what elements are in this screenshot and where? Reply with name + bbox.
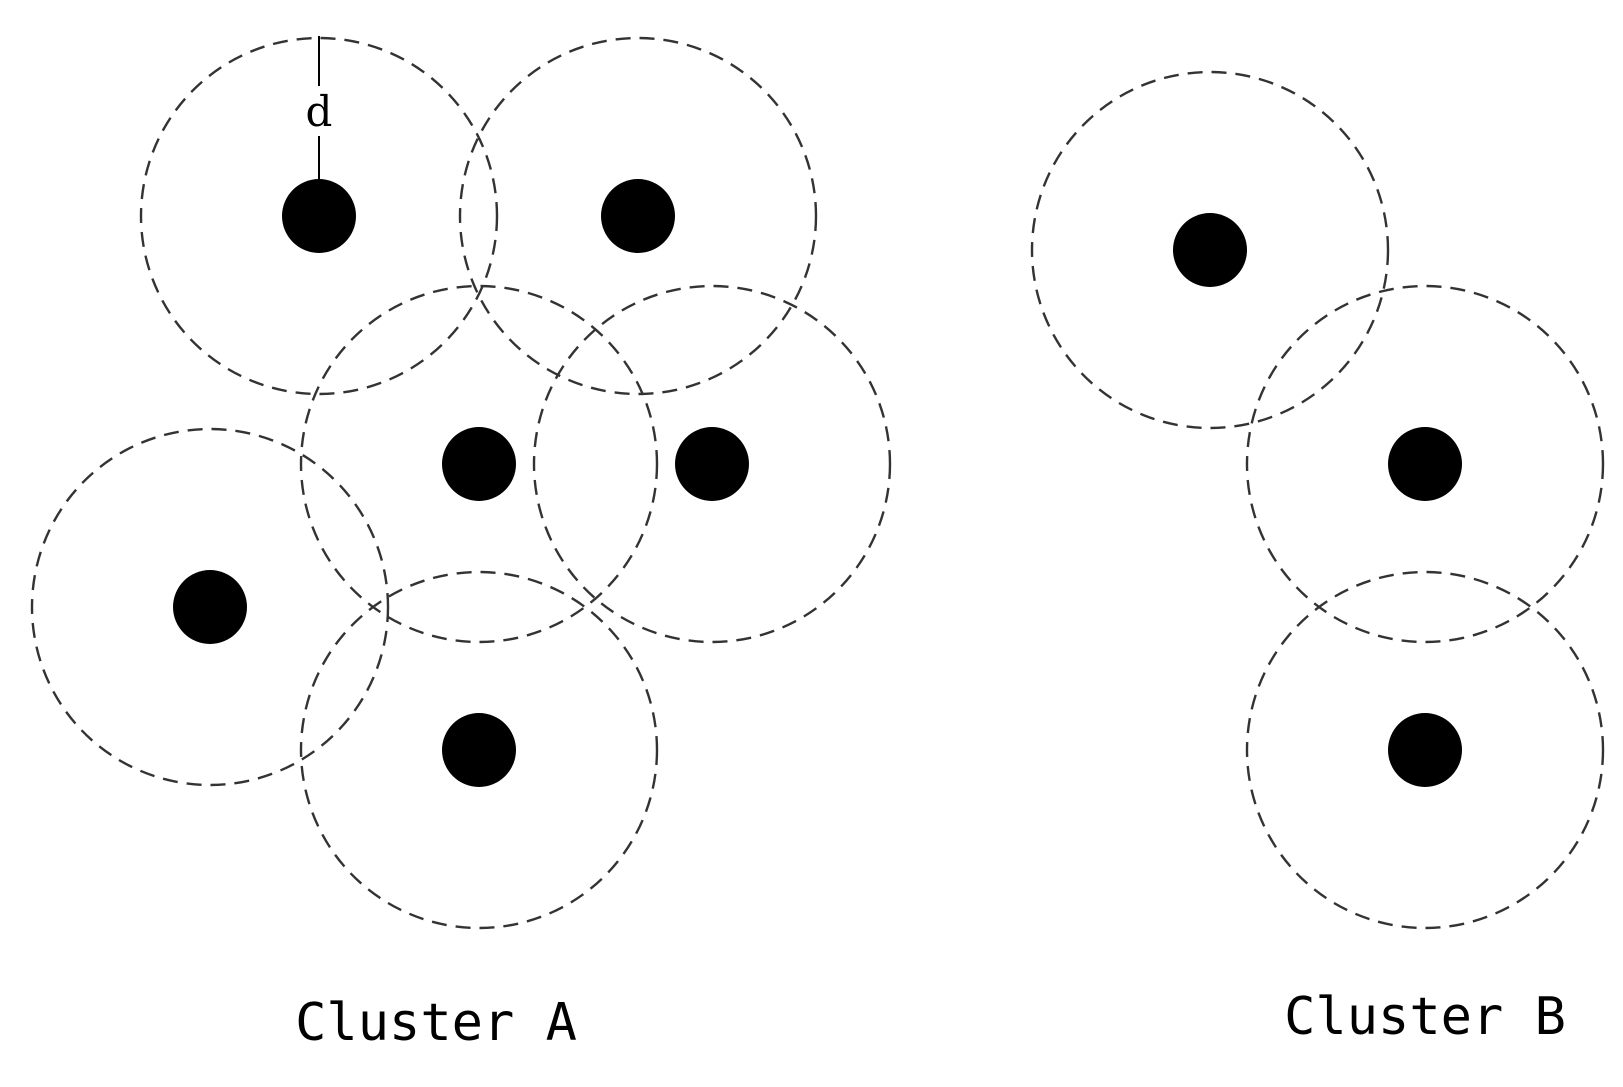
- range-circle: [532, 284, 892, 644]
- range-circle: [1245, 570, 1605, 930]
- node-dot: [601, 179, 675, 253]
- cluster-a-label: Cluster A: [295, 993, 577, 1053]
- cluster-b-group: Cluster B: [1030, 70, 1605, 1047]
- node-dot: [442, 713, 516, 787]
- node-dot: [173, 570, 247, 644]
- range-circle: [299, 284, 659, 644]
- range-circle: [1030, 70, 1390, 430]
- node-dot: [282, 179, 356, 253]
- range-circle: [458, 36, 818, 396]
- range-circle: [299, 570, 659, 930]
- node-dot: [1388, 427, 1462, 501]
- range-circle: [139, 36, 499, 396]
- cluster-b-label: Cluster B: [1284, 987, 1566, 1047]
- radius-label: d: [306, 87, 333, 136]
- node-dot: [675, 427, 749, 501]
- node-dot: [442, 427, 516, 501]
- cluster-a-group: d Cluster A: [30, 36, 892, 1053]
- node-dot: [1173, 213, 1247, 287]
- range-circle: [1245, 284, 1605, 644]
- node-dot: [1388, 713, 1462, 787]
- range-circle: [30, 427, 390, 787]
